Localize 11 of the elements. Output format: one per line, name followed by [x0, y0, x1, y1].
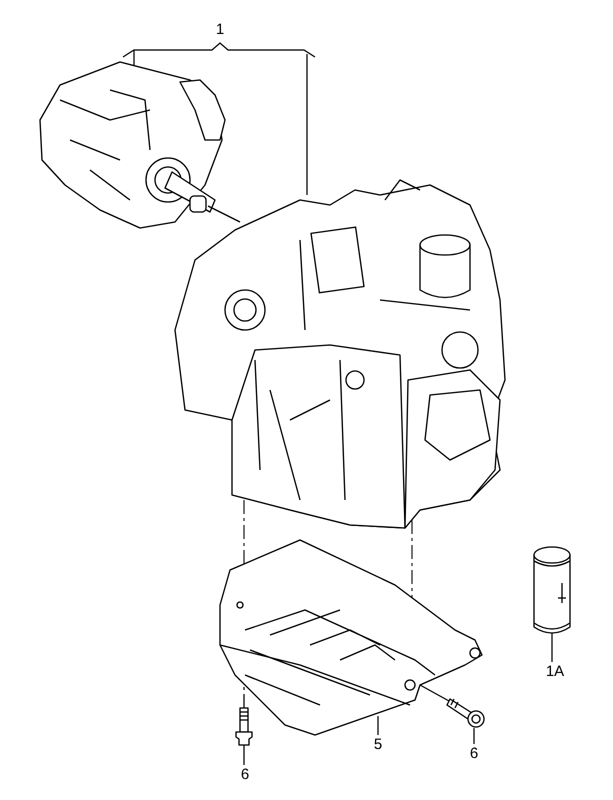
leader-line	[473, 728, 475, 744]
leader-line	[420, 684, 450, 702]
callout-number: 6	[465, 744, 483, 764]
bolt-drawing	[235, 708, 253, 748]
leader-line	[551, 632, 553, 662]
callout-number: 1A	[541, 662, 569, 682]
leader-line	[243, 745, 245, 765]
callout-number: 6	[236, 765, 254, 785]
callout-number: 1	[214, 20, 226, 40]
callout-number: 5	[368, 735, 388, 755]
leader-line	[377, 716, 379, 735]
